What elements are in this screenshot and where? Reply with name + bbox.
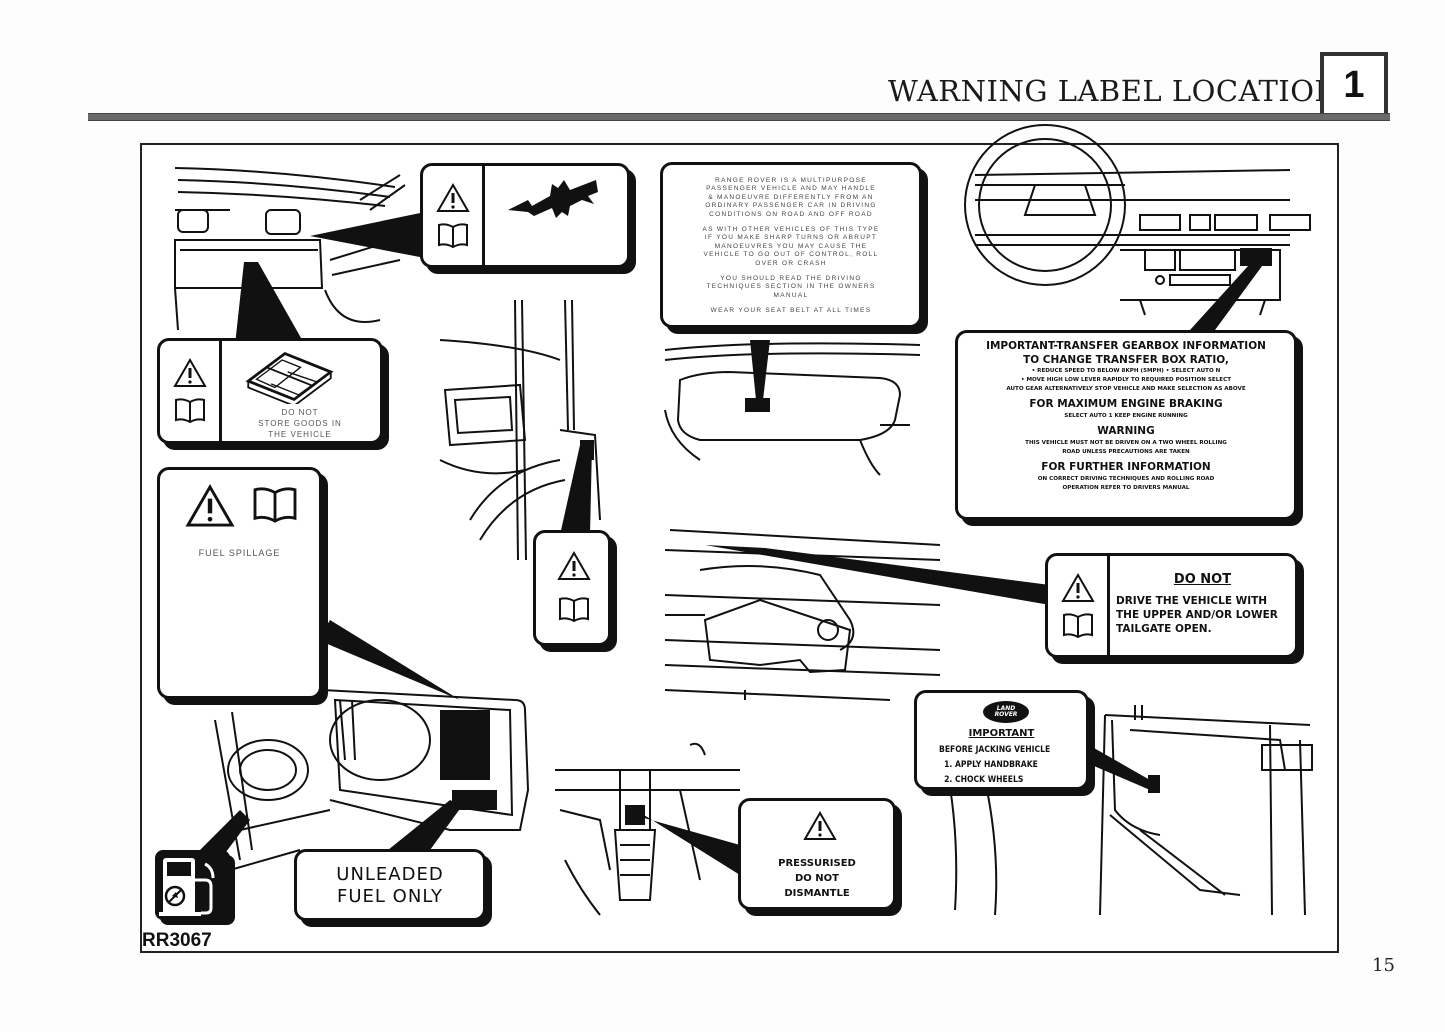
visor-text-line: OVER OR CRASH	[755, 259, 827, 267]
fuel-filler-illustration	[214, 689, 530, 871]
fuel-spillage-text: FUEL SPILLAGE	[198, 548, 281, 558]
jacking-line: 2. CHOCK WHEELS	[944, 775, 1024, 785]
jacking-line: BEFORE JACKING VEHICLE	[939, 745, 1051, 755]
visor-text-line: IF YOU MAKE SHARP TURNS OR ABRUPT	[704, 234, 878, 242]
visor-text-line: RANGE ROVER IS A MULTIPURPOSE	[715, 177, 867, 184]
visor-text-line: YOU SHOULD READ THE DRIVING	[720, 275, 862, 283]
jacking-instruction-label: LAND ROVER IMPORTANT BEFORE JACKING VEHI…	[914, 690, 1089, 790]
owners-manual-icon	[174, 398, 205, 424]
land-rover-logo-text: LAND ROVER	[994, 705, 1018, 718]
info-heading: FOR FURTHER INFORMATION	[1041, 461, 1211, 473]
warning-triangle-icon	[557, 551, 591, 580]
visor-text-line: CONDITIONS ON ROAD AND OFF ROAD	[709, 210, 873, 218]
figure-reference: RR3067	[142, 930, 212, 951]
owners-manual-icon	[559, 597, 589, 623]
seat-rail-pictogram	[508, 180, 598, 218]
visor-text-line: & MANOEUVRE DIFFERENTLY FROM AN	[708, 193, 874, 201]
tailgate-line: TAILGATE OPEN.	[1116, 623, 1212, 635]
warning-line: ROAD UNLESS PRECAUTIONS ARE TAKEN	[1062, 449, 1190, 455]
storage-tray-pictogram	[245, 352, 334, 404]
land-rover-logo: LAND ROVER	[983, 701, 1029, 723]
tailgate-line: THE UPPER AND/OR LOWER	[1116, 609, 1278, 621]
visor-text-line: ORDINARY PASSENGER CAR IN DRIVING	[705, 202, 877, 210]
warning-heading: WARNING	[1097, 425, 1155, 437]
unleaded-line: FUEL ONLY	[337, 886, 443, 907]
visor-text-line: PASSENGER VEHICLE AND MAY HANDLE	[706, 185, 876, 193]
warning-triangle-icon	[172, 358, 207, 387]
unleaded-fuel-label: UNLEADED FUEL ONLY	[294, 849, 486, 921]
transfer-gearbox-info-label: IMPORTANT-TRANSFER GEARBOX INFORMATION T…	[955, 330, 1297, 520]
warning-triangle-icon	[1060, 572, 1095, 602]
gearbox-step: AUTO GEAR ALTERNATIVELY STOP VEHICLE AND…	[1006, 386, 1246, 392]
tailgate-illustration	[664, 529, 941, 701]
braking-text: SELECT AUTO 1 KEEP ENGINE RUNNING	[1064, 413, 1188, 419]
warning-line: THIS VEHICLE MUST NOT BE DRIVEN ON A TWO…	[1025, 440, 1227, 446]
visor-text-line: MANOEUVRES YOU MAY CAUSE THE	[714, 242, 868, 250]
unleaded-line: UNLEADED	[336, 864, 444, 885]
warning-triangle-icon	[803, 811, 837, 840]
storage-label-line: STORE GOODS IN	[258, 419, 342, 428]
pressurised-line: DISMANTLE	[784, 888, 850, 899]
storage-label-line: DO NOT	[281, 408, 319, 417]
owners-manual-icon	[253, 487, 297, 523]
page-title: WARNING LABEL LOCATION	[888, 74, 1341, 108]
storage-warning-label: DO NOT STORE GOODS IN THE VEHICLE	[157, 338, 383, 444]
tailgate-line: DRIVE THE VEHICLE WITH	[1116, 595, 1268, 607]
visor-text-line: VEHICLE TO GO OUT OF CONTROL, ROLL	[703, 251, 879, 259]
seat-rail-warning-label	[420, 163, 630, 268]
storage-label-line: THE VEHICLE	[268, 430, 332, 439]
visor-text-line: WEAR YOUR SEAT BELT AT ALL TIMES	[710, 307, 872, 315]
page-number: 15	[1372, 955, 1395, 976]
unleaded-fuel-pump-label	[155, 850, 230, 920]
gearbox-step: • REDUCE SPEED TO BELOW 8KPH (5MPH) • SE…	[1031, 368, 1221, 374]
visor-text-line: AS WITH OTHER VEHICLES OF THIS TYPE	[702, 226, 880, 234]
dashboard-illustration	[964, 124, 1311, 316]
unleaded-fuel-pump-icon	[159, 858, 215, 916]
pressurised-line: PRESSURISED	[778, 858, 856, 869]
header-rule	[88, 113, 1390, 121]
sun-visor-illustration	[664, 342, 921, 476]
info-line: OPERATION REFER TO DRIVERS MANUAL	[1062, 485, 1190, 491]
door-pillar-illustration	[439, 299, 601, 561]
sun-visor-warning-label: RANGE ROVER IS A MULTIPURPOSE PASSENGER …	[660, 162, 922, 328]
gearbox-subheading: TO CHANGE TRANSFER BOX RATIO,	[1023, 354, 1229, 366]
braking-heading: FOR MAXIMUM ENGINE BRAKING	[1029, 398, 1223, 410]
warning-triangle-icon	[185, 484, 235, 527]
callout-pointers	[190, 212, 1272, 875]
tailgate-warning-label: DO NOT DRIVE THE VEHICLE WITH THE UPPER …	[1045, 553, 1298, 658]
gearbox-heading: IMPORTANT-TRANSFER GEARBOX INFORMATION	[986, 340, 1266, 352]
info-line: ON CORRECT DRIVING TECHNIQUES AND ROLLIN…	[1037, 476, 1215, 482]
fuel-spillage-warning-label: FUEL SPILLAGE	[157, 467, 322, 699]
load-space-illustration	[944, 705, 1313, 916]
pressurised-line: DO NOT	[795, 873, 839, 884]
chapter-number-badge: 1	[1320, 52, 1388, 118]
jacking-line: 1. APPLY HANDBRAKE	[944, 760, 1038, 770]
interior-rear-seats-illustration	[174, 167, 406, 331]
visor-text-line: MANUAL	[773, 291, 809, 299]
owners-manual-icon	[437, 222, 468, 248]
visor-text-line: TECHNIQUES SECTION IN THE OWNERS	[706, 283, 876, 291]
warning-triangle-icon	[435, 182, 470, 212]
gearbox-step: • MOVE HIGH LOW LEVER RAPIDLY TO REQUIRE…	[1020, 377, 1232, 383]
owners-manual-icon	[1062, 612, 1093, 638]
pressurised-warning-label: PRESSURISED DO NOT DISMANTLE	[738, 798, 896, 910]
jacking-heading: IMPORTANT	[968, 728, 1035, 739]
tailgate-heading: DO NOT	[1173, 572, 1232, 587]
pillar-warning-label	[533, 530, 611, 646]
suspension-strut-illustration	[555, 742, 740, 916]
